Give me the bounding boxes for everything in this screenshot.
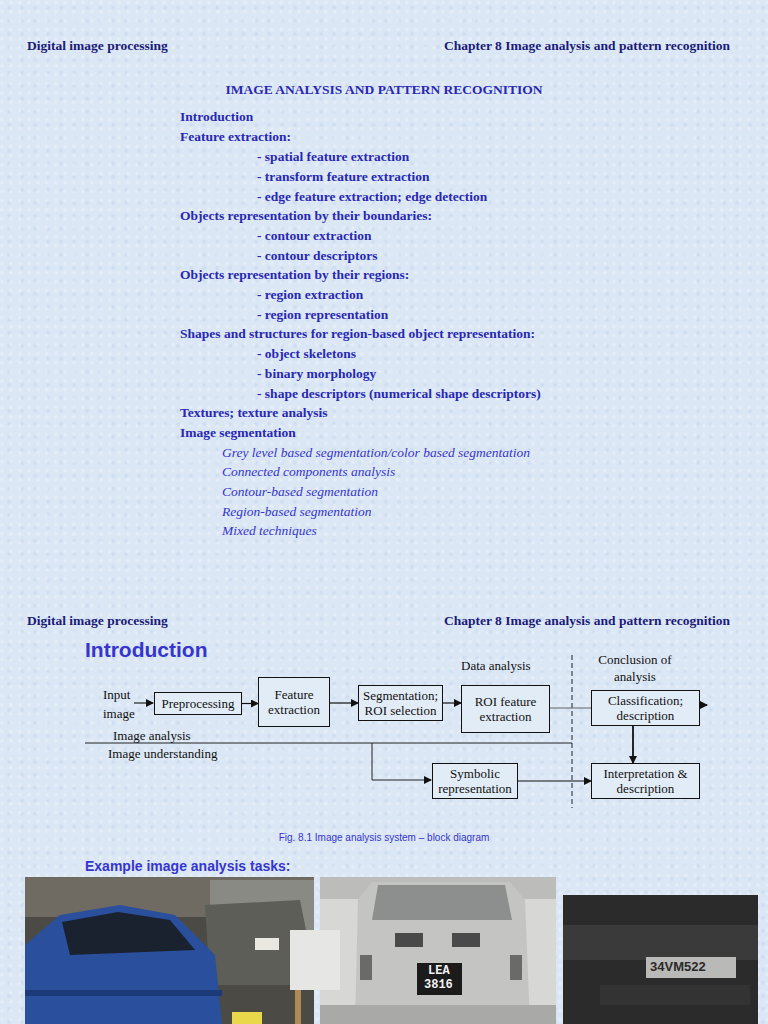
list-item: Objects representation by their boundari… — [180, 208, 432, 224]
list-subitem: - shape descriptors (numerical shape des… — [257, 386, 541, 402]
list-subitem: - transform feature extraction — [257, 169, 430, 185]
process-box: ROI feature extraction — [461, 685, 550, 733]
process-box: Symbolic representation — [432, 763, 518, 799]
list-subitem: Connected components analysis — [222, 464, 395, 480]
flow-arrow — [330, 702, 358, 703]
list-item: Shapes and structures for region-based o… — [180, 326, 535, 342]
flow-arrow — [242, 703, 258, 704]
flow-arrow — [550, 708, 591, 709]
zone-label: Image analysis — [113, 727, 191, 744]
list-item: Introduction — [180, 109, 253, 125]
plate-text: 3816 — [424, 979, 453, 992]
page-header: Digital image processing — [27, 613, 168, 629]
chapter-header: Chapter 8 Image analysis and pattern rec… — [444, 38, 730, 54]
night-plate-photo — [563, 895, 758, 1024]
list-subitem: - contour extraction — [257, 228, 371, 244]
list-subitem: - region extraction — [257, 287, 363, 303]
flow-arrow — [632, 726, 634, 763]
list-item: Objects representation by their regions: — [180, 267, 409, 283]
list-subitem: - spatial feature extraction — [257, 149, 409, 165]
list-subitem: - edge feature extraction; edge detectio… — [257, 189, 487, 205]
branch-line — [372, 743, 431, 780]
stage-divider — [572, 655, 573, 808]
process-box: Interpretation & description — [591, 763, 700, 799]
zone-label: Image understanding — [108, 745, 217, 762]
box-text: Classification; description — [595, 693, 696, 723]
box-text: Segmentation; ROI selection — [362, 688, 439, 718]
list-subitem: - contour descriptors — [257, 248, 378, 264]
box-text: Preprocessing — [162, 696, 235, 711]
plate-text: LEA — [428, 965, 450, 978]
input-arrow — [134, 702, 153, 703]
list-subitem: - binary morphology — [257, 366, 376, 382]
list-subitem: Grey level based segmentation/color base… — [222, 445, 530, 461]
box-text: Feature extraction — [262, 687, 326, 717]
page-header: Digital image processing — [27, 38, 168, 54]
box-text: ROI feature extraction — [465, 694, 546, 724]
input-label: Input image — [103, 685, 145, 723]
process-box: Classification; description — [591, 690, 700, 726]
list-subitem: - object skeletons — [257, 346, 356, 362]
process-box: Segmentation; ROI selection — [358, 685, 443, 721]
plate-text: 34VM522 — [650, 959, 706, 974]
street-photo — [25, 877, 314, 1024]
list-item: Textures; texture analysis — [180, 405, 328, 421]
stage-label: Conclusion of analysis — [590, 651, 680, 685]
process-box: Feature extraction — [258, 677, 330, 727]
chapter-header: Chapter 8 Image analysis and pattern rec… — [444, 613, 730, 629]
section-heading: Introduction — [85, 638, 207, 662]
list-item: Image segmentation — [180, 425, 296, 441]
flow-arrow — [518, 780, 591, 781]
output-arrow — [700, 704, 707, 706]
stage-label: Data analysis — [461, 657, 531, 674]
list-item: Feature extraction: — [180, 129, 291, 145]
box-text: Interpretation & description — [595, 766, 696, 796]
car-rear-photo — [290, 877, 556, 1024]
section-heading: Example image analysis tasks: — [85, 858, 290, 874]
page-title: IMAGE ANALYSIS AND PATTERN RECOGNITION — [0, 82, 768, 98]
list-subitem: Contour-based segmentation — [222, 484, 378, 500]
box-text: Symbolic representation — [436, 766, 514, 796]
figure-caption: Fig. 8.1 Image analysis system – block d… — [0, 832, 768, 843]
list-subitem: Mixed techniques — [222, 523, 317, 539]
list-subitem: Region-based segmentation — [222, 504, 372, 520]
list-subitem: - region representation — [257, 307, 388, 323]
process-box: Preprocessing — [154, 692, 242, 715]
flow-arrow — [443, 702, 461, 703]
